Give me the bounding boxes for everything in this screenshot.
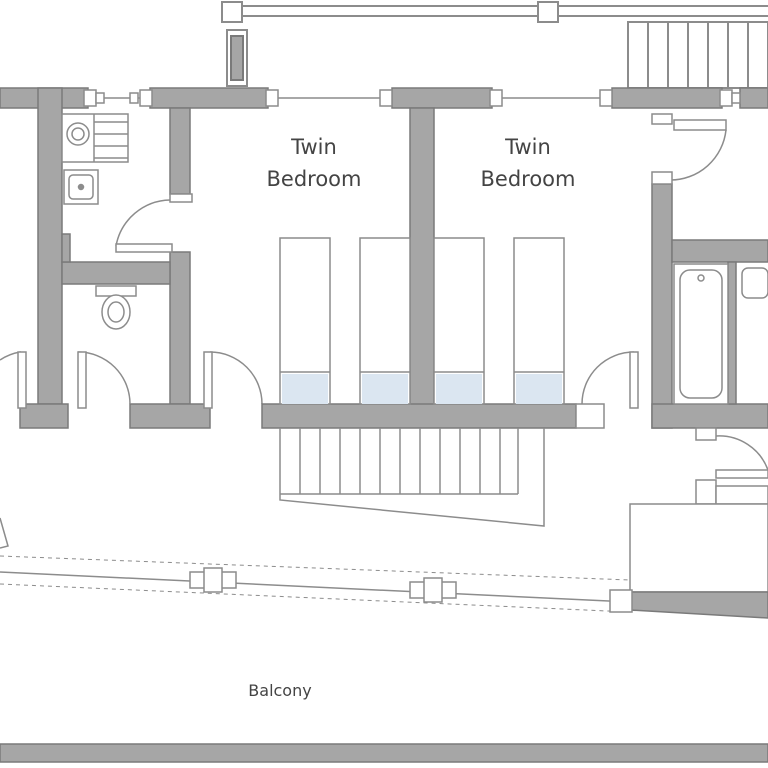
toilet-icon [95,285,137,330]
shower-icon [61,113,129,163]
balcony-rail [0,555,631,613]
door-icon [695,427,768,479]
room-label-twin-bedroom-left-line1: Twin [290,135,337,159]
door-icon [575,351,639,429]
room-label-twin-bedroom-right-line1: Twin [504,135,551,159]
window-icon [83,89,741,107]
door-icon [651,113,727,185]
upper-structure [221,1,768,87]
central-wall [261,107,577,429]
room-label-balcony: Balcony [248,681,311,700]
room-label-twin-bedroom-left-line2: Bedroom [267,167,362,191]
lower-left-walls [19,403,211,429]
bed-icon [279,237,565,405]
edge-mark [0,517,9,549]
window-icon [189,567,633,613]
stairs-icon [279,428,545,527]
bathtub-icon [673,263,768,405]
door-icon [115,193,193,253]
stairs-icon [627,21,768,89]
right-walls [651,183,768,429]
sink-icon [63,169,99,205]
bottom-wall [0,743,768,763]
right-lower-block [629,479,768,619]
door-icon [0,351,263,409]
room-label-twin-bedroom-right-line2: Bedroom [481,167,576,191]
